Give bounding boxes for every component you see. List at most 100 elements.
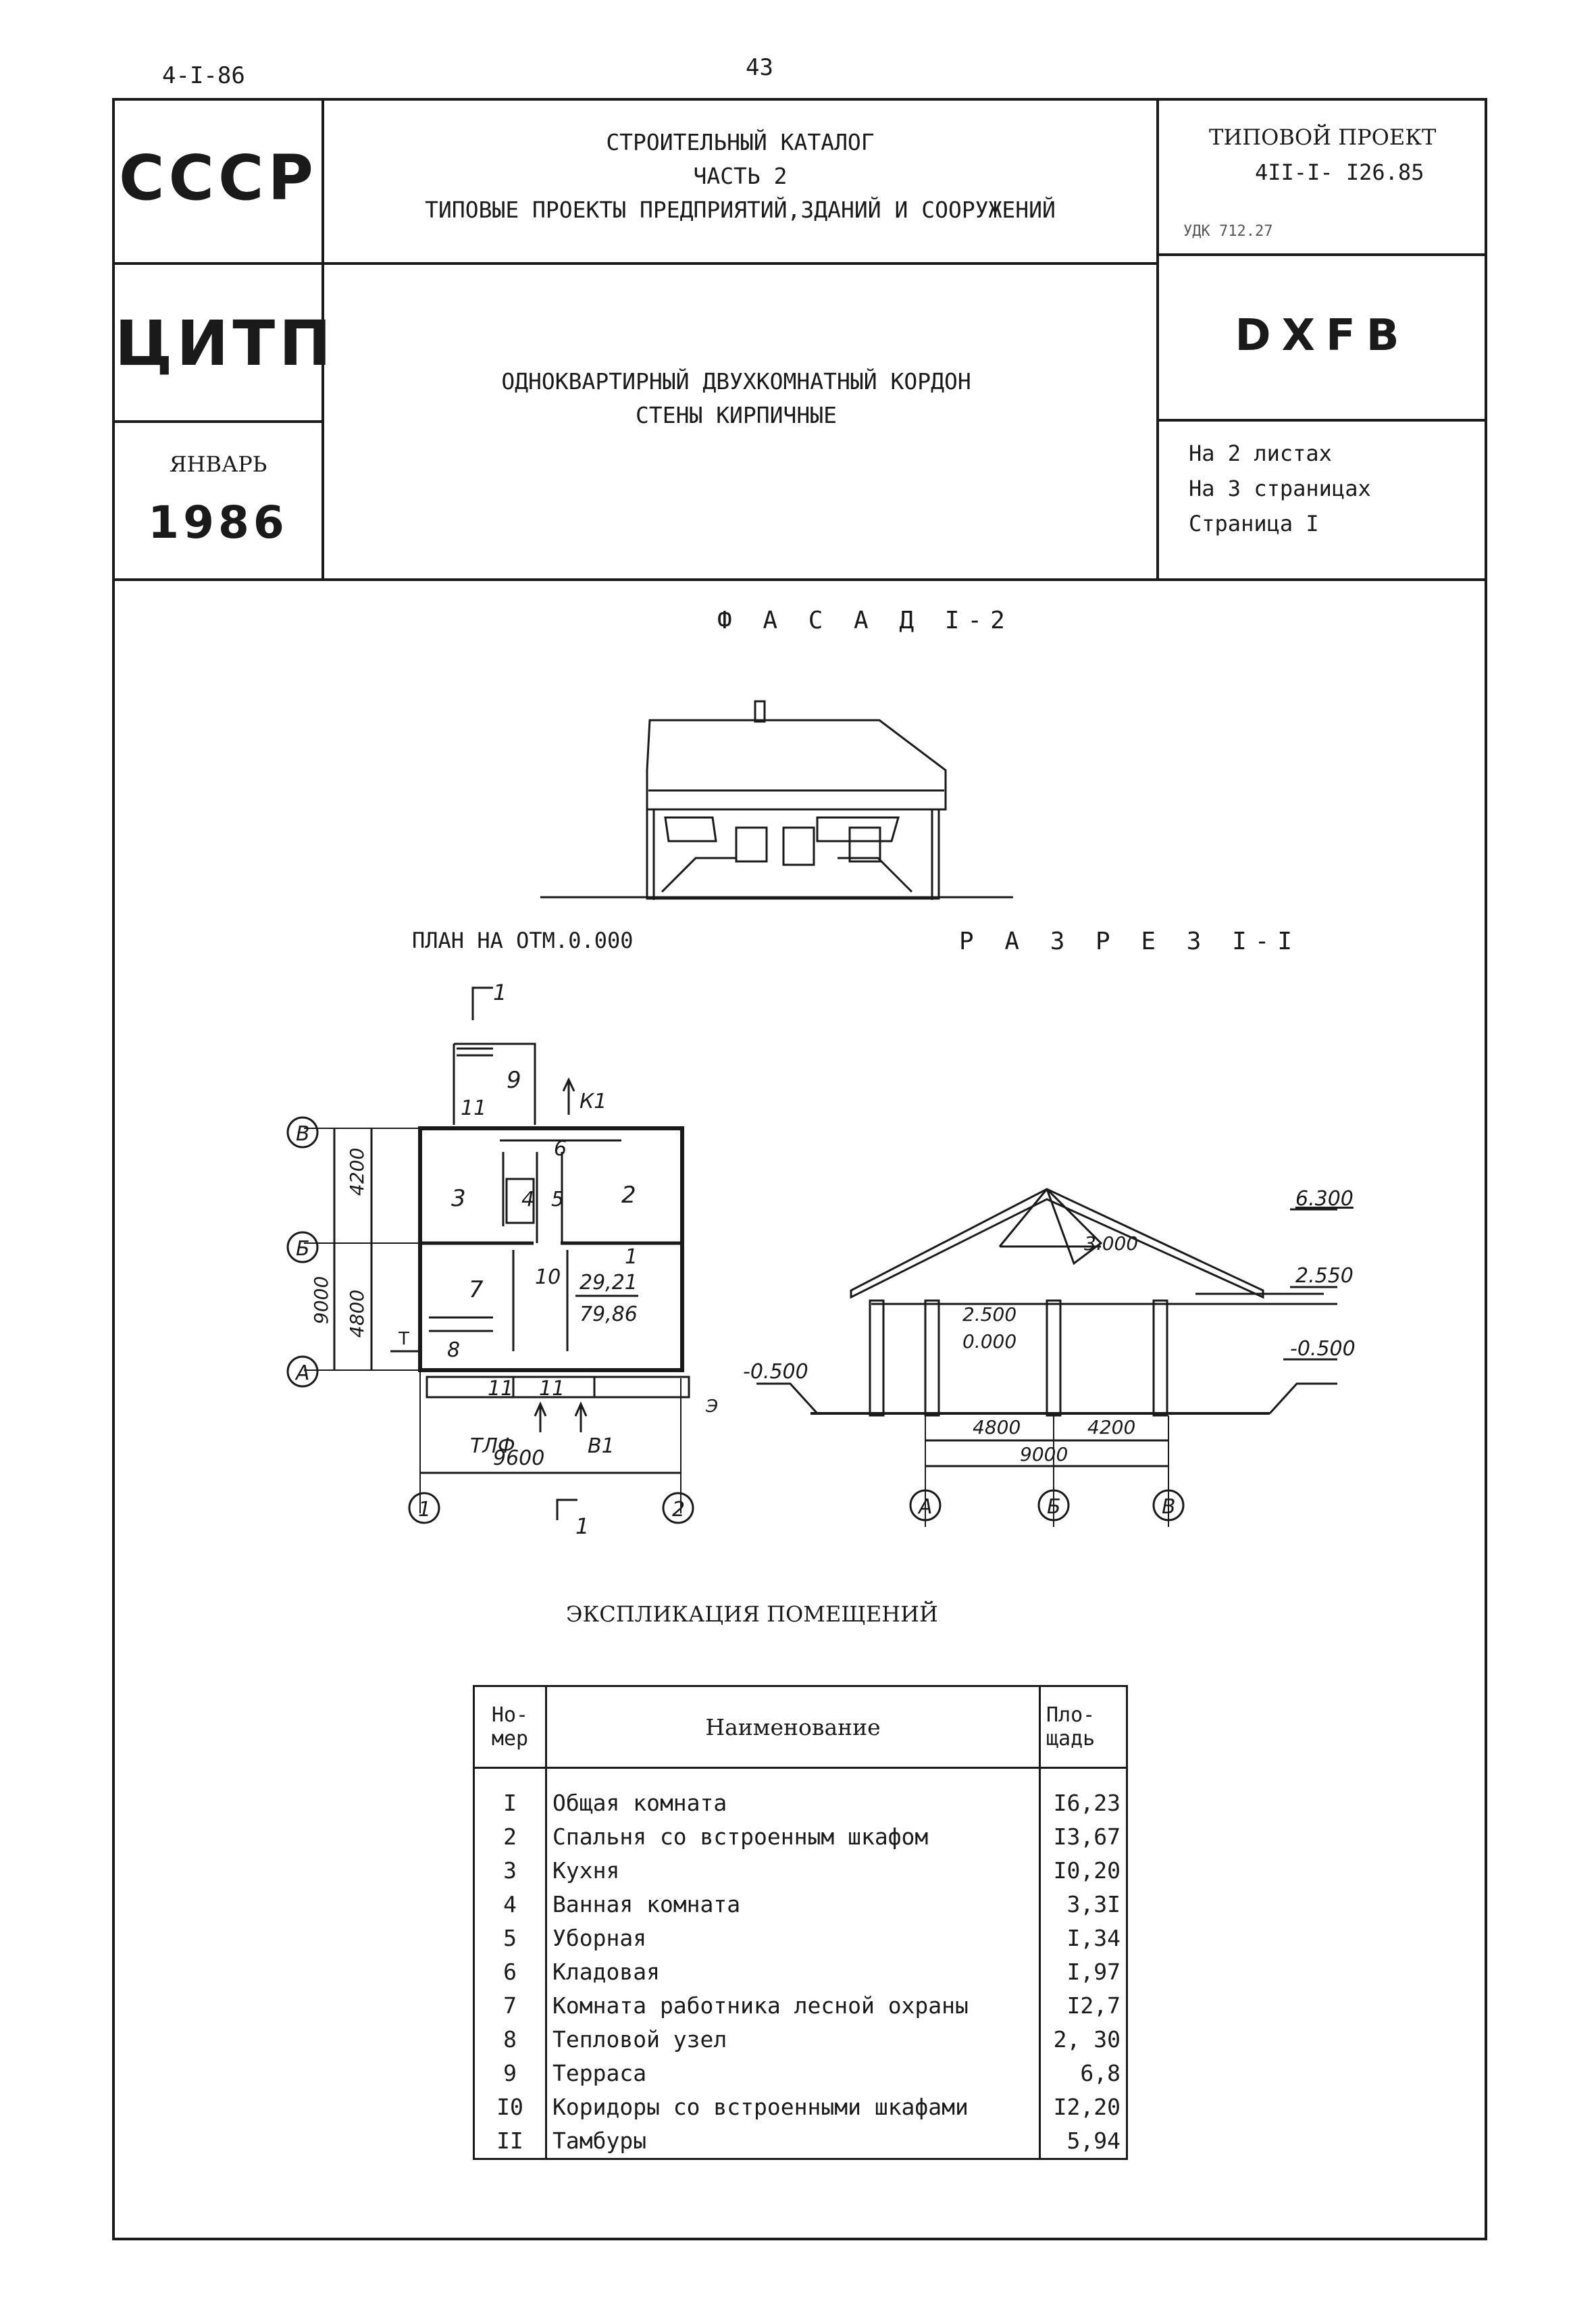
room-name-cell: Уборная — [545, 1921, 1041, 1955]
terrace-outline — [453, 1042, 536, 1125]
room-area-cell: I3,67 — [1039, 1820, 1128, 1854]
roof-truss — [1046, 1188, 1103, 1265]
chimney — [754, 700, 766, 723]
dimension-text: 4800 — [973, 1416, 1021, 1438]
floor-plan: 1 9 11 К1 3 4 5 6 2 7 10 1 29,21 79,86 8… — [286, 980, 718, 1539]
project-number: 4II-I- I26.85 — [1255, 159, 1424, 185]
room-number-cell: 7 — [473, 1989, 547, 2023]
room-number: 11 — [539, 1377, 565, 1401]
header-divider — [1156, 253, 1487, 256]
axis-label: Б — [296, 1237, 310, 1261]
room-area-cell: I,34 — [1039, 1921, 1128, 1955]
dimension-text: 4200 — [1087, 1416, 1135, 1438]
section-wall — [924, 1299, 940, 1417]
entry-arrow — [574, 1401, 588, 1417]
room-area-cell: 3,3I — [1039, 1888, 1128, 1921]
axis-bubble — [1152, 1489, 1185, 1521]
plan-outline — [418, 1126, 684, 1372]
room-name-cell: Ванная комната — [545, 1888, 1041, 1921]
header-area: Пло- щадь — [1039, 1686, 1128, 1769]
axis-label: В — [1162, 1495, 1176, 1519]
level-label: 2.550 — [1295, 1264, 1354, 1288]
roof-truss — [998, 1188, 1048, 1247]
header-divider — [113, 262, 323, 265]
room-number-cell: 2 — [473, 1820, 547, 1854]
axis-bubble — [1037, 1489, 1070, 1521]
header-number: Но- мер — [473, 1686, 547, 1769]
vestibule-outline — [426, 1376, 690, 1399]
room-name-cell: Комната работника лесной охраны — [545, 1989, 1041, 2023]
project-title-line: СТЕНЫ КИРПИЧНЫЕ — [635, 402, 837, 428]
room-number: 7 — [469, 1276, 484, 1303]
living-area-value: 29,21 — [580, 1271, 638, 1294]
axis-bubble — [408, 1492, 440, 1524]
level-label: 3.000 — [1084, 1232, 1138, 1255]
section-cut-label: 1 — [575, 1513, 589, 1539]
dimension-text: 4200 — [346, 1148, 368, 1196]
pages-count: На 3 страницах — [1189, 476, 1371, 501]
sheet-frame — [112, 98, 1487, 2240]
level-label: -0.500 — [1290, 1337, 1356, 1361]
room-area-cell: I0,20 — [1039, 1854, 1128, 1888]
axis-label: А — [917, 1495, 933, 1519]
facade-title: Ф А С А Д I-2 — [717, 607, 1013, 634]
room-number: 1 — [625, 1245, 638, 1269]
room-name-cell: Спальня со встроенным шкафом — [545, 1820, 1041, 1854]
room-name-cell: Терраса — [545, 2057, 1041, 2090]
room-number-cell: 4 — [473, 1888, 547, 1921]
section-cut-marker — [471, 986, 493, 1020]
facade-drawing — [540, 700, 1013, 900]
section-roof — [850, 1188, 1264, 1299]
axis-bubble — [909, 1489, 942, 1521]
tlf-label: ТЛФ — [470, 1434, 515, 1458]
sheets-count: На 2 листах — [1189, 441, 1332, 466]
header-divider — [321, 99, 324, 581]
header-divider — [321, 262, 1158, 265]
facade-stair — [838, 857, 913, 893]
room-number-cell: I — [473, 1767, 547, 1820]
room-number: 11 — [461, 1097, 486, 1120]
section-drawing: 6.300 2.550 -0.500 -0.500 2.500 0.000 3.… — [743, 1187, 1356, 1527]
level-label: 6.300 — [1295, 1187, 1354, 1211]
room-number: 3 — [451, 1185, 466, 1212]
axis-bubble — [286, 1231, 319, 1263]
header-divider — [113, 420, 323, 423]
ground-line — [756, 1382, 1337, 1415]
axis-label: 2 — [672, 1498, 685, 1521]
header-name: Наименование — [545, 1686, 1041, 1769]
dimension-text: 9000 — [1020, 1443, 1068, 1465]
room-number: 9 — [507, 1067, 521, 1094]
level-label: 2.500 — [962, 1303, 1016, 1326]
section-wall — [1046, 1299, 1062, 1417]
room-area-cell: I2,7 — [1039, 1989, 1128, 2023]
page-reference: Страница I — [1189, 511, 1319, 536]
room-name-cell: Общая комната — [545, 1767, 1041, 1820]
room-number: 11 — [488, 1377, 513, 1401]
e-label: Э — [705, 1397, 718, 1417]
room-number: 10 — [535, 1265, 561, 1289]
room-area-cell: 2, 30 — [1039, 2023, 1128, 2057]
release-month: ЯНВАРЬ — [169, 451, 267, 477]
axis-bubble — [286, 1355, 319, 1388]
plan-title: ПЛАН НА ОТМ.0.000 — [412, 928, 634, 953]
catalog-code: DXFB — [1235, 311, 1410, 361]
axis-label: А — [294, 1361, 310, 1385]
entry-arrow — [534, 1401, 547, 1417]
v1-label: В1 — [588, 1434, 615, 1458]
country-title: СССР — [119, 142, 317, 214]
room-number: 2 — [621, 1182, 636, 1209]
axis-bubble — [286, 1116, 319, 1149]
udk-code: УДК 712.27 — [1183, 223, 1273, 240]
room-number-cell: 9 — [473, 2057, 547, 2090]
room-number: 6 — [554, 1137, 567, 1161]
facade-wall — [646, 809, 940, 900]
room-number: 5 — [551, 1188, 564, 1211]
table-header-row: Но- мер Наименование Пло- щадь — [473, 1686, 1128, 1769]
explication-title: ЭКСПЛИКАЦИЯ ПОМЕЩЕНИЙ — [566, 1601, 938, 1627]
